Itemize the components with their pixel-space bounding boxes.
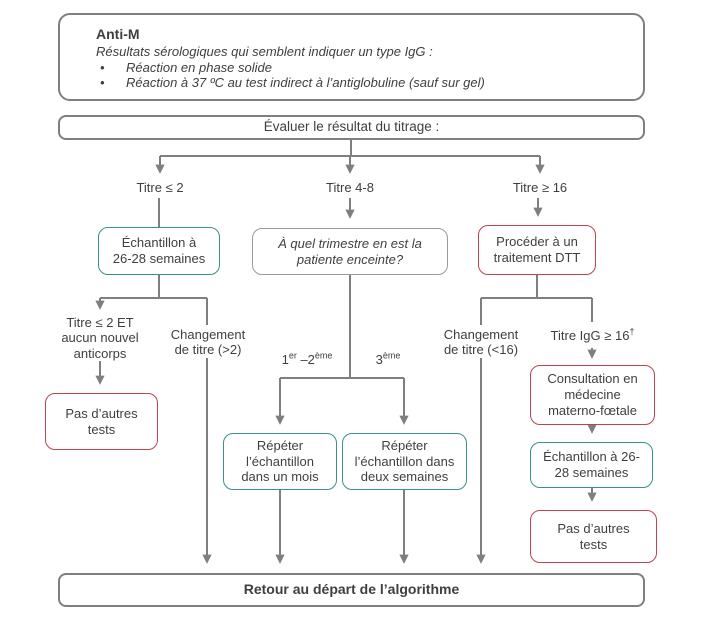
trimester-1-2-label: 1er –2ème: [276, 351, 338, 368]
no-further-tests-left-box: Pas d’autres tests: [45, 393, 158, 450]
header-info-box: Anti-M Résultats sérologiques qui semble…: [58, 13, 645, 101]
bullet-icon: •: [100, 75, 105, 90]
header-title: Anti-M: [96, 26, 140, 42]
bullet-icon: •: [100, 60, 105, 75]
sample-26-28-weeks-box: Échantillon à 26-28 semaines: [98, 227, 220, 275]
branch-label-titer-high: Titre ≥ 16: [495, 180, 585, 196]
return-to-start-box: Retour au départ de l’algorithme: [58, 573, 645, 607]
trimester-question-box: À quel trimestre en est la patiente ence…: [252, 228, 448, 275]
igg-titer-label: Titre IgG ≥ 16†: [530, 327, 655, 344]
no-new-antibody-label: Titre ≤ 2 ET aucun nouvel anticorps: [45, 315, 155, 361]
repeat-sample-one-month-box: Répéter l’échantillon dans un mois: [223, 433, 337, 490]
branch-label-titer-mid: Titre 4-8: [305, 180, 395, 196]
titer-change-gt2-label: Changement de titre (>2): [153, 327, 263, 358]
maternal-fetal-consult-box: Consultation en médecine materno-fœtale: [530, 365, 655, 425]
branch-label-titer-low: Titre ≤ 2: [115, 180, 205, 196]
sample-26-28-weeks-right-box: Échantillon à 26- 28 semaines: [530, 442, 653, 488]
header-bullet-text: Réaction en phase solide: [126, 60, 272, 75]
repeat-sample-two-weeks-box: Répéter l’échantillon dans deux semaines: [342, 433, 467, 490]
header-bullet-list: • Réaction en phase solide • Réaction à …: [96, 60, 623, 90]
header-bullet-item: • Réaction en phase solide: [96, 60, 623, 75]
no-further-tests-right-box: Pas d’autres tests: [530, 510, 657, 563]
dtt-treatment-box: Procéder à un traitement DTT: [478, 225, 596, 275]
trimester-3-label: 3ème: [370, 351, 406, 368]
header-subtitle: Résultats sérologiques qui semblent indi…: [96, 44, 433, 59]
titer-change-lt16-label: Changement de titre (<16): [426, 327, 536, 358]
evaluate-titration-box: Évaluer le résultat du titrage :: [58, 115, 645, 140]
header-bullet-text: Réaction à 37 ºC au test indirect à l’an…: [126, 75, 485, 90]
header-bullet-item: • Réaction à 37 ºC au test indirect à l’…: [96, 75, 623, 90]
